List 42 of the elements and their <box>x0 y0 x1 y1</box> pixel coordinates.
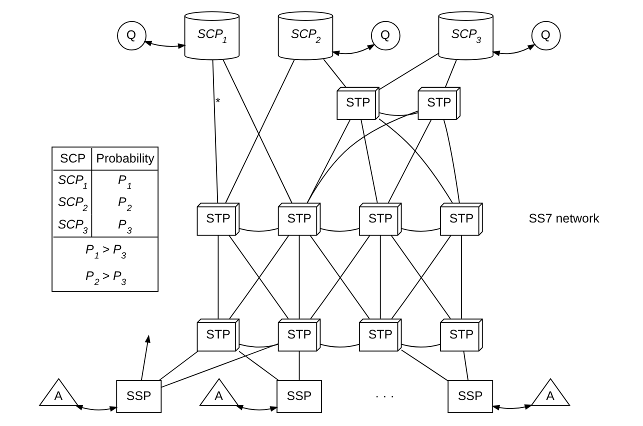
node-circle: Q <box>116 21 146 50</box>
connector <box>212 60 218 204</box>
connector <box>400 350 448 382</box>
connector <box>306 110 418 204</box>
connector <box>444 60 456 88</box>
connector <box>217 235 218 320</box>
arrow <box>330 44 375 56</box>
connector <box>320 228 360 232</box>
connector <box>400 228 440 232</box>
node-box: SSP <box>276 380 322 414</box>
connector <box>298 235 300 320</box>
node-circle: Q <box>530 21 560 50</box>
connector <box>238 228 278 232</box>
node-circle: Q <box>370 21 400 50</box>
connector <box>320 344 360 348</box>
connector <box>460 235 462 320</box>
connector <box>379 235 380 320</box>
connector <box>298 350 300 381</box>
connector <box>160 343 278 388</box>
label: · · · <box>374 388 394 403</box>
connector <box>442 119 460 204</box>
connector <box>238 350 278 381</box>
connector <box>378 112 418 116</box>
connector <box>322 58 346 88</box>
arrow <box>143 40 186 49</box>
node-box: SSP <box>447 380 493 414</box>
arrow <box>74 404 118 412</box>
connector <box>378 118 452 204</box>
arrow <box>234 404 278 412</box>
connector <box>360 119 378 204</box>
connector <box>387 119 432 204</box>
edge-label: * <box>215 96 220 110</box>
connector <box>378 52 439 90</box>
connector <box>238 344 278 348</box>
label: SS7 network <box>528 212 599 226</box>
arrow <box>491 44 536 56</box>
connector <box>158 350 198 381</box>
connector <box>462 350 468 381</box>
arrow <box>140 334 150 381</box>
arrow <box>491 404 532 410</box>
node-box: SSP <box>116 380 162 414</box>
connector <box>400 344 440 348</box>
